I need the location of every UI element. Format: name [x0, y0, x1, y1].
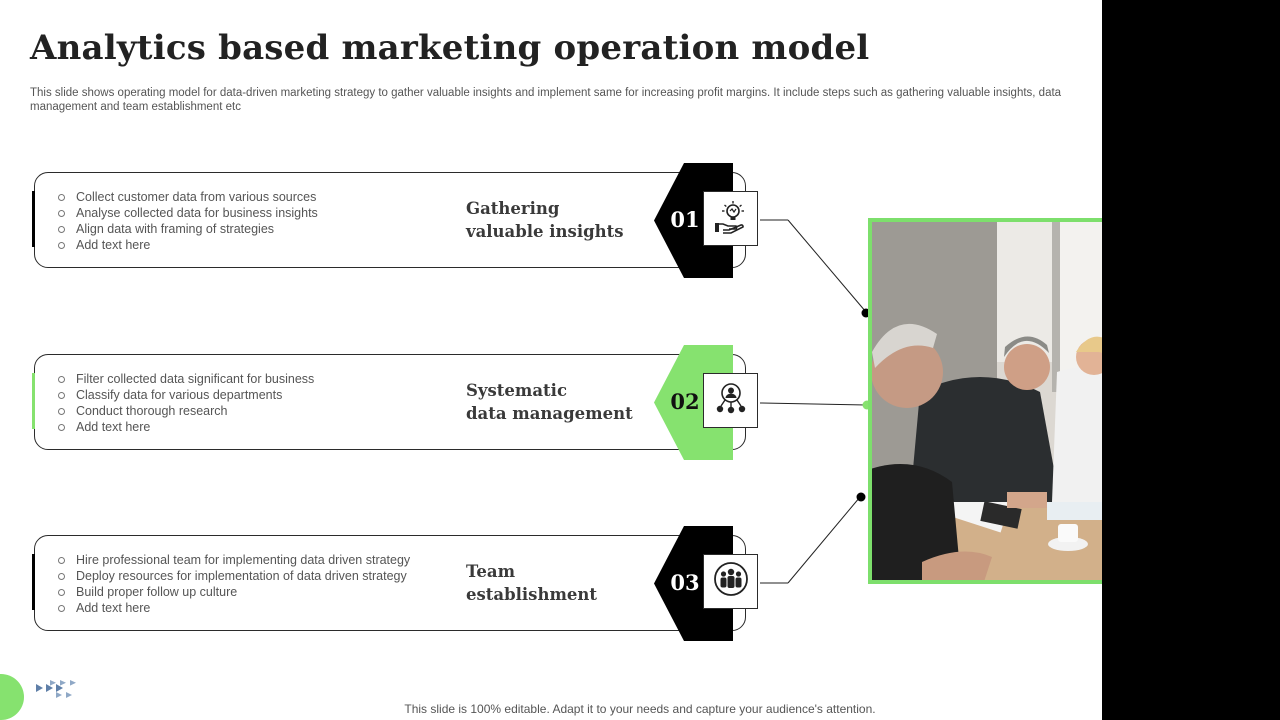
list-item: Align data with framing of strategies — [58, 221, 318, 237]
chevron-arrows-icon — [36, 680, 76, 698]
list-item: Hire professional team for implementing … — [58, 552, 410, 568]
lightbulb-hand-icon — [713, 198, 749, 239]
right-black-panel — [1102, 0, 1280, 720]
step-accent-bar — [32, 554, 35, 610]
list-item: Add text here — [58, 600, 410, 616]
list-item: Add text here — [58, 237, 318, 253]
step-card — [34, 172, 746, 268]
step-bullet-list: Hire professional team for implementing … — [58, 552, 410, 616]
step-row-3: Hire professional team for implementing … — [0, 526, 780, 646]
list-item: Analyse collected data for business insi… — [58, 205, 318, 221]
step-number: 02 — [670, 389, 700, 414]
step-icon-box — [703, 554, 758, 609]
step-accent-bar — [32, 373, 35, 429]
step-row-1: Collect customer data from various sourc… — [0, 163, 780, 283]
slide: Analytics based marketing operation mode… — [0, 28, 1102, 720]
footer-note: This slide is 100% editable. Adapt it to… — [404, 702, 876, 716]
step-icon-box — [703, 373, 758, 428]
list-item: Classify data for various departments — [58, 387, 314, 403]
step-icon-box — [703, 191, 758, 246]
list-item: Conduct thorough research — [58, 403, 314, 419]
meeting-photo — [868, 218, 1102, 584]
step-accent-bar — [32, 191, 35, 247]
slide-subtitle: This slide shows operating model for dat… — [30, 87, 1062, 113]
connector-dot-3 — [856, 492, 866, 502]
list-item: Collect customer data from various sourc… — [58, 189, 318, 205]
step-row-2: Filter collected data significant for bu… — [0, 345, 780, 465]
step-number: 03 — [670, 570, 700, 595]
list-item: Build proper follow up culture — [58, 584, 410, 600]
list-item: Filter collected data significant for bu… — [58, 371, 314, 387]
team-group-icon — [713, 561, 749, 602]
user-network-icon — [713, 380, 749, 421]
step-card — [34, 354, 746, 450]
list-item: Deploy resources for implementation of d… — [58, 568, 410, 584]
step-bullet-list: Filter collected data significant for bu… — [58, 371, 314, 435]
list-item: Add text here — [58, 419, 314, 435]
step-bullet-list: Collect customer data from various sourc… — [58, 189, 318, 253]
meeting-photo-illustration — [872, 222, 1102, 580]
slide-title: Analytics based marketing operation mode… — [30, 28, 870, 68]
step-number: 01 — [670, 207, 700, 232]
step-card — [34, 535, 746, 631]
